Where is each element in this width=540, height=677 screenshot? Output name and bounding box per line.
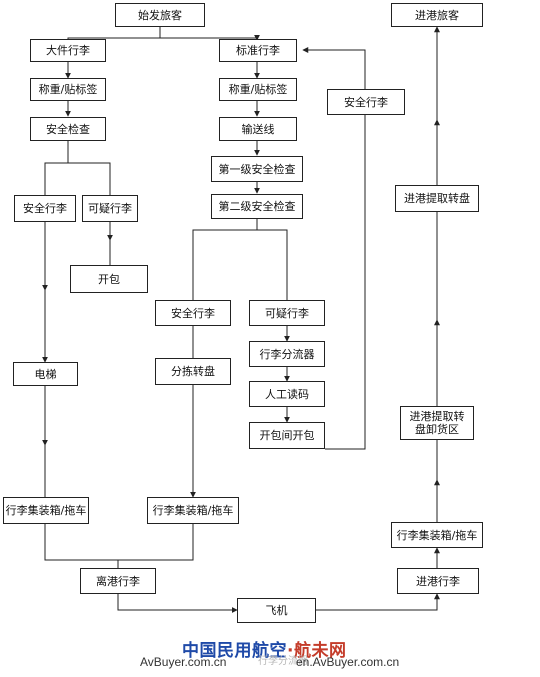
connector — [44, 141, 69, 195]
connector — [257, 229, 288, 300]
standard-baggage-box: 标准行李 — [219, 39, 297, 62]
conveyor-line-box: 输送线 — [219, 117, 297, 141]
safe-baggage-right-box: 安全行李 — [327, 89, 405, 115]
safe-baggage-left-box: 安全行李 — [14, 195, 76, 222]
container-center-box: 行李集装箱/拖车 — [147, 497, 239, 524]
safe-baggage-center-box: 安全行李 — [155, 300, 231, 326]
sorting-carousel-box: 分拣转盘 — [155, 358, 231, 385]
suspicious-baggage-center-box: 可疑行李 — [249, 300, 325, 326]
weigh-tag-center-box: 称重/贴标签 — [219, 78, 297, 101]
container-left-box: 行李集装箱/拖车 — [3, 497, 89, 524]
open-bag-left-box: 开包 — [70, 265, 148, 293]
weigh-tag-left-box: 称重/贴标签 — [30, 78, 106, 101]
connector — [302, 47, 366, 89]
suspicious-baggage-left-box: 可疑行李 — [82, 195, 138, 222]
baggage-diverter-box: 行李分流器 — [249, 341, 325, 367]
connector — [117, 594, 238, 613]
connector — [316, 593, 440, 611]
arrival-claim-carousel-box: 进港提取转盘 — [395, 185, 479, 212]
manual-reading-box: 人工读码 — [249, 381, 325, 407]
connector — [118, 524, 194, 561]
connector — [44, 524, 119, 568]
connector — [192, 219, 258, 300]
connector — [68, 162, 111, 195]
second-level-check-box: 第二级安全检查 — [211, 194, 303, 219]
security-check-box: 安全检查 — [30, 117, 106, 141]
arrival-baggage-box: 进港行李 — [397, 568, 479, 594]
departure-passenger-box: 始发旅客 — [115, 3, 205, 27]
elevator-box: 电梯 — [13, 362, 78, 386]
airplane-box: 飞机 — [237, 598, 316, 623]
departure-baggage-box: 离港行李 — [80, 568, 156, 594]
connector — [325, 115, 366, 450]
arrival-passenger-box: 进港旅客 — [391, 3, 483, 27]
open-bag-room-box: 开包间开包 — [249, 422, 325, 449]
oversize-baggage-box: 大件行李 — [30, 39, 106, 62]
first-level-check-box: 第一级安全检查 — [211, 156, 303, 182]
arrival-claim-unloading-box: 进港提取转盘卸货区 — [400, 406, 474, 440]
container-right-box: 行李集装箱/拖车 — [391, 522, 483, 548]
